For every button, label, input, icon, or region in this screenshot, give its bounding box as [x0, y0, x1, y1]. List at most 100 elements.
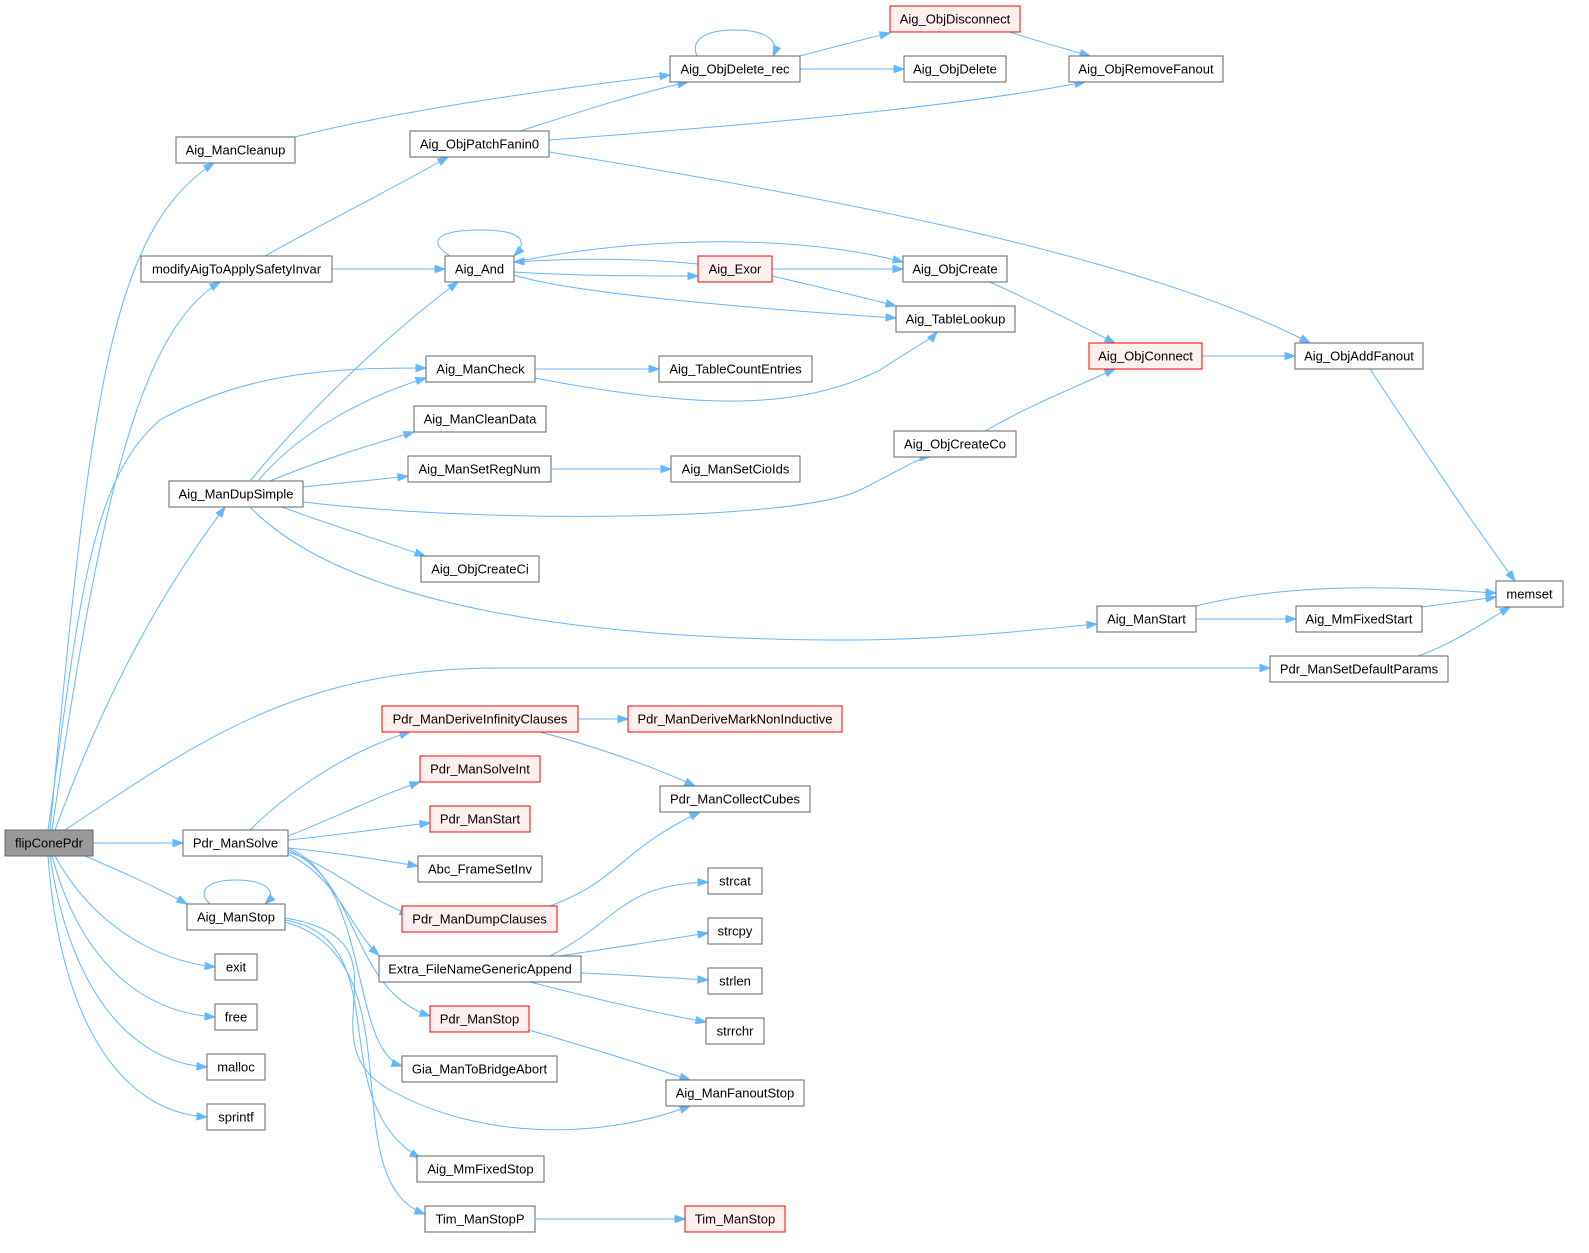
- node-strcat[interactable]: strcat: [707, 867, 763, 895]
- node-pdr-mancollectcubes[interactable]: Pdr_ManCollectCubes: [659, 785, 811, 813]
- node-label: Extra_FileNameGenericAppend: [388, 962, 572, 977]
- node-tim-manstop[interactable]: Tim_ManStop: [684, 1205, 786, 1233]
- node-strlen[interactable]: strlen: [707, 967, 763, 995]
- node-strrchr[interactable]: strrchr: [705, 1017, 765, 1045]
- edge-aig-mansetregnum-to-aig-mansetcioids: [551, 464, 673, 474]
- edge-aig-objdisconnect-to-aig-objremovefanout: [1009, 31, 1092, 58]
- node-label: Aig_ManDupSimple: [179, 487, 294, 502]
- node-flipconepdr[interactable]: flipConePdr: [4, 829, 94, 857]
- node-sprintf[interactable]: sprintf: [206, 1103, 266, 1131]
- node-label: Aig_ObjDisconnect: [900, 12, 1011, 27]
- edge-aig-mancheck-to-aig-tablecountentries: [535, 364, 661, 374]
- node-aig-mmfixedstop[interactable]: Aig_MmFixedStop: [416, 1155, 545, 1183]
- node-label: Aig_ObjCreate: [912, 262, 997, 277]
- node-tim-manstopp[interactable]: Tim_ManStopP: [424, 1205, 536, 1233]
- edge-extra-filenamegenericappend-to-strrchr: [529, 981, 708, 1025]
- edge-flipconepdr-to-pdr-mansolve: [93, 838, 185, 848]
- node-aig-mansetregnum[interactable]: Aig_ManSetRegNum: [407, 455, 552, 483]
- node-aig-tablelookup[interactable]: Aig_TableLookup: [895, 305, 1016, 333]
- node-aig-objpatchfanin0[interactable]: Aig_ObjPatchFanin0: [409, 130, 550, 158]
- node-strcpy[interactable]: strcpy: [707, 917, 763, 945]
- node-gia-mantobridgeabort[interactable]: Gia_ManToBridgeAbort: [401, 1055, 558, 1083]
- node-free[interactable]: free: [214, 1003, 258, 1031]
- node-label: Aig_ManCleanup: [186, 143, 286, 158]
- edge-tim-manstopp-to-tim-manstop: [535, 1214, 687, 1224]
- node-aig-tablecountentries[interactable]: Aig_TableCountEntries: [658, 355, 813, 383]
- node-modifyaigtoapplysafetyinvar[interactable]: modifyAigToApplySafetyInvar: [140, 255, 333, 283]
- node-aig-mancheck[interactable]: Aig_ManCheck: [425, 355, 536, 383]
- node-label: Aig_ManSetCioIds: [682, 462, 790, 477]
- node-aig-objremovefanout[interactable]: Aig_ObjRemoveFanout: [1068, 55, 1224, 83]
- edge-aig-objpatchfanin0-to-aig-objremovefanout: [548, 79, 1087, 141]
- node-pdr-manderiveinfinityclauses[interactable]: Pdr_ManDeriveInfinityClauses: [381, 705, 579, 733]
- node-aig-objdisconnect[interactable]: Aig_ObjDisconnect: [889, 5, 1021, 33]
- node-label: Pdr_ManDeriveMarkNonInductive: [637, 712, 832, 727]
- edge-flipconepdr-to-aig-manstop: [84, 855, 189, 905]
- edge-pdr-manderiveinfinityclauses-to-pdr-manderivemarknoninductive: [577, 714, 630, 724]
- edge-flipconepdr-to-malloc: [49, 855, 209, 1071]
- node-label: Aig_TableCountEntries: [669, 362, 802, 377]
- node-label: Tim_ManStop: [695, 1212, 775, 1227]
- node-aig-objdelete-rec[interactable]: Aig_ObjDelete_rec: [669, 55, 801, 83]
- node-aig-objdelete[interactable]: Aig_ObjDelete: [903, 55, 1007, 83]
- edge-flipconepdr-to-pdr-mansetdefaultparams: [64, 663, 1272, 831]
- node-label: Aig_ManStart: [1107, 612, 1186, 627]
- node-exit[interactable]: exit: [214, 953, 258, 981]
- edge-flipconepdr-to-aig-mandupsimple: [54, 505, 226, 831]
- node-memset[interactable]: memset: [1495, 580, 1564, 608]
- node-pdr-mansolveint[interactable]: Pdr_ManSolveInt: [419, 755, 541, 783]
- node-aig-objcreateco[interactable]: Aig_ObjCreateCo: [893, 430, 1017, 458]
- node-extra-filenamegenericappend[interactable]: Extra_FileNameGenericAppend: [378, 955, 582, 983]
- node-aig-mmfixedstart[interactable]: Aig_MmFixedStart: [1295, 605, 1423, 633]
- node-aig-exor[interactable]: Aig_Exor: [697, 255, 773, 283]
- node-aig-and[interactable]: Aig_And: [444, 255, 515, 283]
- edge-pdr-mansolve-to-extra-filenamegenericappend: [287, 853, 381, 956]
- node-malloc[interactable]: malloc: [206, 1053, 266, 1081]
- node-label: memset: [1506, 587, 1553, 602]
- node-aig-objcreateci[interactable]: Aig_ObjCreateCi: [420, 555, 540, 583]
- node-pdr-mansetdefaultparams[interactable]: Pdr_ManSetDefaultParams: [1269, 655, 1449, 683]
- node-label: Aig_ManCheck: [436, 362, 525, 377]
- edge-modifyaigtoapplysafetyinvar-to-aig-objpatchfanin0: [264, 156, 450, 257]
- node-label: strlen: [719, 974, 751, 989]
- node-aig-objcreate[interactable]: Aig_ObjCreate: [902, 255, 1008, 283]
- call-nodes: flipConePdr Aig_ManCleanup modifyAigToAppl…: [4, 5, 1564, 1233]
- node-pdr-manstart[interactable]: Pdr_ManStart: [429, 805, 531, 833]
- node-pdr-mansolve[interactable]: Pdr_ManSolve: [182, 829, 289, 857]
- node-abc-framesetinv[interactable]: Abc_FrameSetInv: [417, 855, 543, 883]
- node-pdr-manstop[interactable]: Pdr_ManStop: [429, 1005, 530, 1033]
- node-label: sprintf: [218, 1110, 254, 1125]
- edge-aig-and-to-aig-objcreate: [513, 241, 905, 264]
- edge-pdr-mansetdefaultparams-to-memset: [1417, 606, 1512, 657]
- node-label: Pdr_ManCollectCubes: [670, 792, 801, 807]
- edge-aig-mandupsimple-to-aig-objcreateci: [281, 506, 427, 557]
- node-pdr-mandumpclauses[interactable]: Pdr_ManDumpClauses: [401, 905, 558, 933]
- node-label: strcpy: [718, 924, 753, 939]
- edge-aig-mancheck-to-aig-tablelookup: [534, 330, 938, 402]
- edge-extra-filenamegenericappend-to-strcat: [549, 878, 710, 957]
- edge-aig-manstop-to-aig-manstop: [203, 879, 276, 906]
- edge-aig-mancleanup-to-aig-objdelete-rec: [294, 72, 672, 138]
- edge-aig-objdelete-rec-to-aig-objdelete-rec: [694, 29, 782, 58]
- edge-aig-objpatchfanin0-to-aig-objaddfanout: [548, 151, 1312, 344]
- node-aig-mancleanup[interactable]: Aig_ManCleanup: [175, 136, 296, 164]
- node-label: Aig_And: [455, 262, 504, 277]
- node-label: Aig_ManFanoutStop: [676, 1086, 795, 1101]
- node-aig-manfanoutstop[interactable]: Aig_ManFanoutStop: [665, 1079, 805, 1107]
- node-label: Aig_TableLookup: [906, 312, 1006, 327]
- node-pdr-manderivemarknoninductive[interactable]: Pdr_ManDeriveMarkNonInductive: [627, 705, 843, 733]
- node-aig-mancleandata[interactable]: Aig_ManCleanData: [413, 405, 547, 433]
- node-label: Abc_FrameSetInv: [428, 862, 533, 877]
- node-aig-manstop[interactable]: Aig_ManStop: [186, 903, 286, 931]
- node-label: strcat: [719, 874, 751, 889]
- edge-pdr-mansolve-to-gia-mantobridgeabort: [287, 847, 404, 1067]
- node-aig-mansetcioids[interactable]: Aig_ManSetCioIds: [670, 455, 801, 483]
- node-aig-objconnect[interactable]: Aig_ObjConnect: [1088, 342, 1203, 370]
- node-aig-manstart[interactable]: Aig_ManStart: [1096, 605, 1197, 633]
- node-label: Pdr_ManDeriveInfinityClauses: [393, 712, 568, 727]
- node-aig-mandupsimple[interactable]: Aig_ManDupSimple: [168, 480, 304, 508]
- node-aig-objaddfanout[interactable]: Aig_ObjAddFanout: [1294, 342, 1424, 370]
- node-label: flipConePdr: [15, 836, 84, 851]
- node-label: Pdr_ManSetDefaultParams: [1280, 662, 1439, 677]
